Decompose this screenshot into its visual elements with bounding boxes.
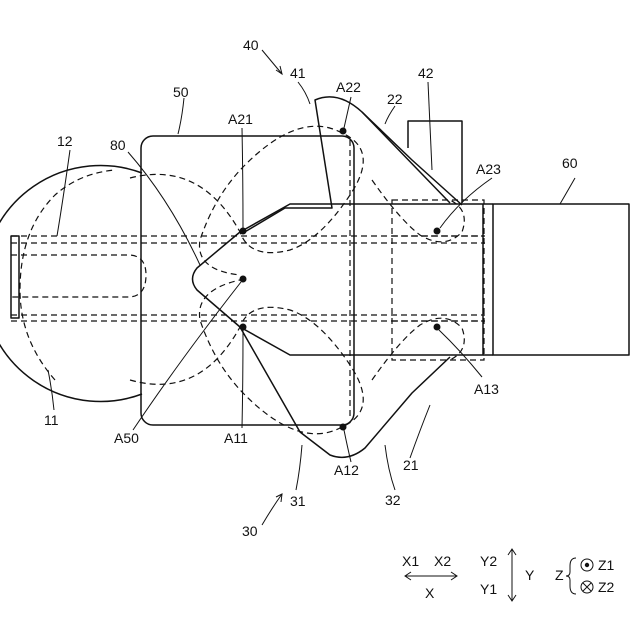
left-stub: [11, 236, 19, 318]
axis-x1-label: X1: [402, 553, 419, 569]
axis-y1-label: Y1: [480, 581, 497, 597]
axis-z2-label: Z2: [598, 579, 615, 595]
part-21-hook: [372, 318, 464, 380]
axis-z1-dot: [585, 563, 589, 567]
leader-a50: [133, 282, 241, 430]
label-60: 60: [562, 155, 578, 171]
axis-x2-label: X2: [434, 553, 451, 569]
axis-z-label: Z: [555, 567, 564, 583]
part-22-hook: [372, 180, 464, 242]
label-22: 22: [387, 91, 403, 107]
label-40: 40: [243, 37, 259, 53]
axis-x-label: X: [425, 585, 435, 601]
part-12-dashed-body: [20, 170, 115, 380]
right-dashed-box: [392, 200, 484, 360]
leader-21: [410, 405, 430, 458]
label-11: 11: [44, 412, 59, 428]
chevron-body: [193, 204, 484, 355]
label-32: 32: [385, 492, 401, 508]
label-a13: A13: [474, 381, 499, 397]
point-a12: [340, 424, 347, 431]
part-42-edge: [362, 112, 450, 203]
part-11-round-body: [0, 166, 142, 402]
point-a13: [434, 324, 441, 331]
label-a21: A21: [228, 111, 253, 127]
leader-50: [178, 98, 184, 134]
label-21: 21: [403, 457, 419, 473]
label-a23: A23: [476, 161, 501, 177]
label-30: 30: [242, 523, 258, 539]
label-a12: A12: [334, 462, 359, 478]
leader-42: [428, 82, 432, 170]
point-a50: [240, 276, 247, 283]
label-a50: A50: [114, 430, 139, 446]
leader-a21: [242, 128, 243, 228]
label-41: 41: [290, 65, 306, 81]
leader-31: [296, 445, 302, 490]
leader-80: [128, 152, 200, 265]
leader-60: [560, 178, 575, 204]
point-a22: [340, 128, 347, 135]
axis-z1-label: Z1: [598, 557, 615, 573]
leader-41: [298, 82, 310, 104]
axis-y2-label: Y2: [480, 553, 497, 569]
part-80-lobe-lower: [130, 280, 363, 434]
label-42: 42: [418, 65, 434, 81]
label-50: 50: [173, 84, 189, 100]
leader-12: [57, 150, 70, 236]
leader-a11: [242, 330, 243, 428]
axis-y-label: Y: [525, 567, 535, 583]
label-a22: A22: [336, 79, 361, 95]
label-12: 12: [57, 133, 73, 149]
label-31: 31: [290, 493, 306, 509]
leader-22: [385, 106, 395, 124]
leader-30: [262, 494, 282, 525]
axis-z-brace: [566, 558, 576, 594]
part-60-rect: [493, 204, 629, 355]
label-80: 80: [110, 137, 126, 153]
leader-a13: [439, 330, 482, 377]
label-a11: A11: [224, 430, 248, 446]
point-a21: [240, 228, 247, 235]
part-50-rounded-rect: [141, 136, 354, 425]
part-42-post: [408, 121, 462, 203]
leader-32: [385, 445, 395, 490]
inner-channel: [11, 255, 146, 297]
leader-40: [262, 50, 282, 74]
point-a11: [240, 324, 247, 331]
part-31-lower-arm: [240, 327, 450, 457]
axis-z2-cross: [583, 583, 591, 591]
point-a23: [434, 228, 441, 235]
